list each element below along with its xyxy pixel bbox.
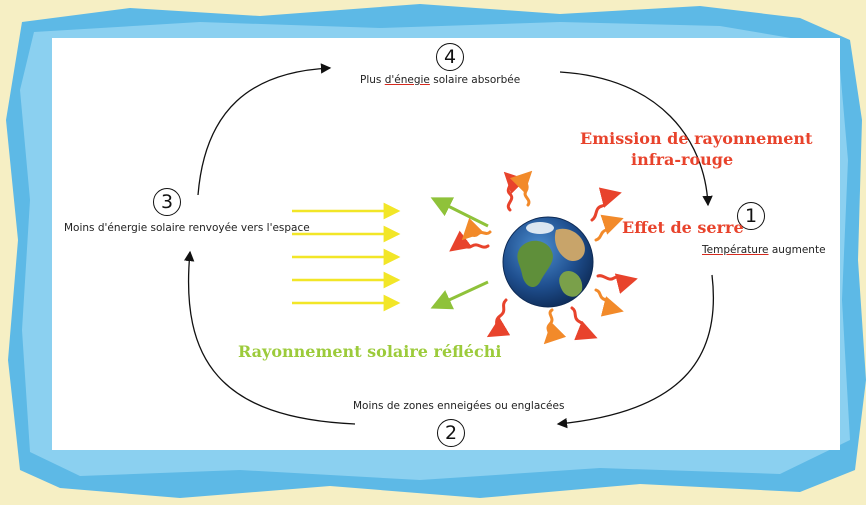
reflected-solar-label: Rayonnement solaire réfléchi [238, 342, 502, 361]
cycle-arrow-1-to-2 [556, 274, 714, 429]
ir-arrow-top-right [590, 187, 622, 222]
step-1-text: Température augmente [702, 244, 826, 256]
earth-globe [502, 216, 594, 308]
ir-arrow-bottom-right [570, 306, 598, 341]
incoming-solar-arrows [292, 202, 401, 312]
infrared-emission-label-line1: Emission de rayonnement [580, 129, 813, 148]
step-4-text: Plus d'énegie solaire absorbée [360, 74, 521, 86]
step-2-text: Moins de zones enneigées ou englacées [353, 400, 565, 412]
ir-arrow-right-down [594, 288, 624, 317]
cycle-arrow-2-to-3 [183, 250, 356, 425]
white-panel [52, 38, 840, 450]
infrared-emission-label-line2: infra-rouge [631, 150, 734, 169]
greenhouse-effect-label: Effet de serre [622, 218, 744, 237]
step-4-number: 4 [436, 43, 464, 71]
reflected-arrow-lower [430, 280, 489, 310]
step-1-number: 1 [737, 202, 765, 230]
cycle-arrow-3-to-4 [197, 63, 332, 196]
step-3-text: Moins d'énergie solaire renvoyée vers l'… [64, 222, 310, 234]
ir-arrow-bottom [543, 308, 567, 345]
ir-arrow-right-up [594, 214, 624, 242]
cycle-arrows [183, 63, 714, 429]
infrared-arrows [449, 170, 638, 345]
step-2-number: 2 [437, 419, 465, 447]
ir-arrow-top [509, 170, 533, 207]
ir-arrow-bottom-left [486, 298, 511, 338]
ir-arrow-left-up [461, 217, 492, 241]
step-3-number: 3 [153, 188, 181, 216]
ir-arrow-left [449, 230, 490, 252]
ir-arrow-right [596, 273, 638, 294]
cycle-arrow-4-to-1 [559, 71, 713, 207]
